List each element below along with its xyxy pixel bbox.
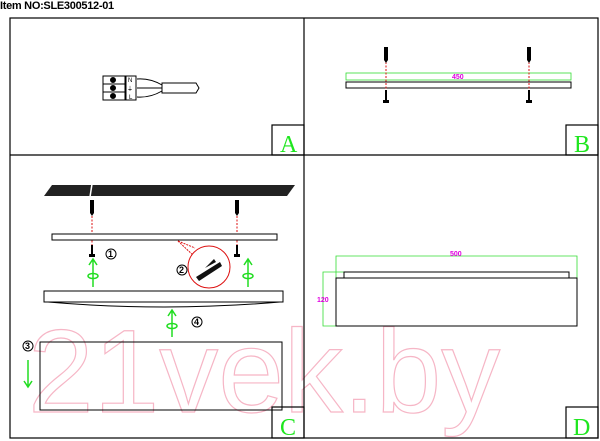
lamp-body (43, 290, 284, 308)
lamp-dimension-view (322, 255, 578, 327)
step-circles (22, 248, 203, 352)
mounting-plate (51, 233, 278, 241)
dimension-450: 450 (452, 74, 464, 81)
step-4: 4 (194, 317, 199, 327)
terminal-l: L (129, 95, 133, 101)
terminal-n: N (128, 78, 132, 84)
terminal-earth: ⏚ (127, 86, 133, 93)
rotate-arrow-icon (23, 257, 254, 389)
watermark: 21vek.by (28, 306, 500, 438)
panel-label-d: D (573, 415, 590, 441)
dimension-height: 120 (317, 297, 329, 304)
step-3: 3 (25, 341, 30, 351)
terminal-block-icon (102, 75, 200, 101)
step-1: 1 (108, 249, 113, 259)
mounting-plate-side-view (345, 47, 572, 103)
step-2: 2 (179, 265, 184, 275)
connector-magnifier (177, 240, 231, 289)
screw-icon (89, 200, 240, 257)
panel-grid (9, 17, 599, 439)
panel-label-a: A (280, 132, 298, 158)
screw-icon (383, 47, 532, 103)
panel-label-c: C (280, 415, 296, 441)
item-number-title: Item NO:SLE300512-01 (0, 0, 114, 12)
dimension-width: 500 (450, 251, 462, 258)
lamp-front-view (39, 341, 283, 411)
panel-label-b: B (574, 132, 590, 158)
ceiling-hatch (44, 183, 295, 198)
